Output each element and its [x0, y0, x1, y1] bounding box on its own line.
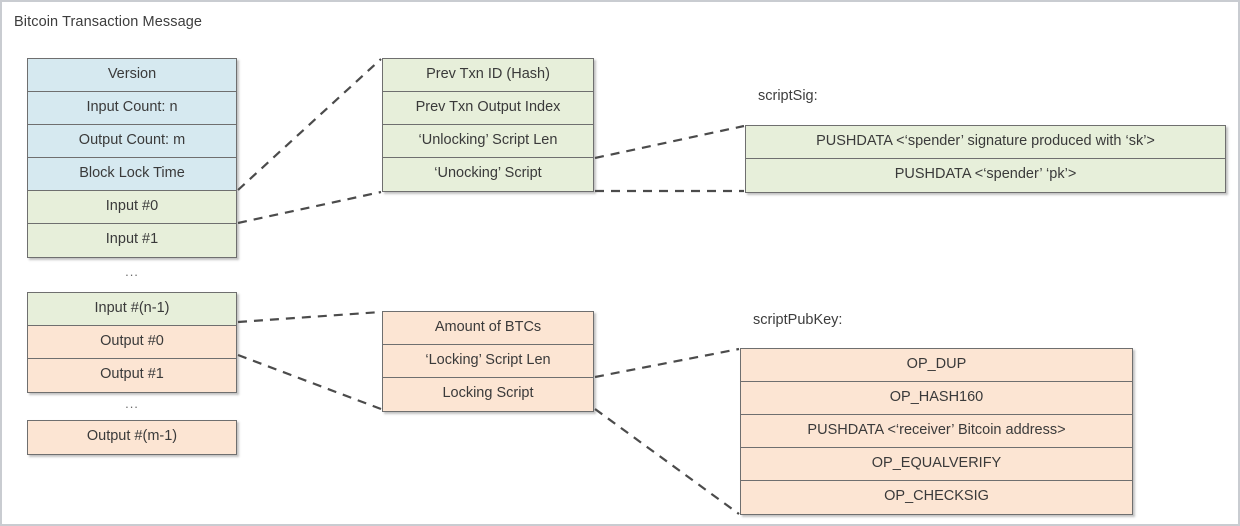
page-frame-left: [0, 0, 2, 526]
script-pub-key-op-row: PUSHDATA <‘receiver’ Bitcoin address>: [741, 415, 1132, 448]
script-pub-key-op-row: OP_CHECKSIG: [741, 481, 1132, 514]
script-sig-op-row: PUSHDATA <‘spender’ signature produced w…: [746, 126, 1225, 159]
connector-output-top: [237, 310, 382, 324]
input-field-row: ‘Unlocking’ Script Len: [383, 125, 593, 158]
page-frame-top: [0, 0, 1240, 2]
transaction-fields-group-three: Output #(m-1): [27, 420, 237, 455]
script-pub-key-caption: scriptPubKey:: [753, 312, 843, 328]
script-pub-key-op-row: OP_HASH160: [741, 382, 1132, 415]
transaction-field-row: Output #(m-1): [28, 421, 236, 454]
input-field-row: Prev Txn ID (Hash): [383, 59, 593, 92]
transaction-field-row: Input Count: n: [28, 92, 236, 125]
connector-output-bottom: [237, 353, 382, 411]
input-field-row: Prev Txn Output Index: [383, 92, 593, 125]
transaction-field-row: Output #1: [28, 359, 236, 392]
input-structure-block: Prev Txn ID (Hash)Prev Txn Output Index‘…: [382, 58, 594, 192]
output-field-row: Amount of BTCs: [383, 312, 593, 345]
script-pub-key-op-row: OP_DUP: [741, 349, 1132, 382]
transaction-field-row: Input #0: [28, 191, 236, 224]
output-field-row: Locking Script: [383, 378, 593, 411]
connector-scriptpubkey-bottom: [594, 408, 740, 515]
script-sig-caption: scriptSig:: [758, 88, 818, 104]
transaction-field-row: Output #0: [28, 326, 236, 359]
transaction-field-row: Block Lock Time: [28, 158, 236, 191]
output-field-row: ‘Locking’ Script Len: [383, 345, 593, 378]
connector-input-top: [237, 58, 382, 191]
transaction-field-row: Input #1: [28, 224, 236, 257]
connector-scriptsig-top: [594, 124, 745, 160]
input-field-row: ‘Unocking’ Script: [383, 158, 593, 191]
connector-input-bottom: [237, 190, 382, 225]
script-sig-block: PUSHDATA <‘spender’ signature produced w…: [745, 125, 1226, 193]
transaction-field-row: Version: [28, 59, 236, 92]
ellipsis-outputs: ...: [125, 396, 139, 411]
script-pub-key-op-row: OP_EQUALVERIFY: [741, 448, 1132, 481]
script-sig-op-row: PUSHDATA <‘spender’ ‘pk’>: [746, 159, 1225, 192]
page-title: Bitcoin Transaction Message: [14, 14, 203, 30]
ellipsis-inputs: ...: [125, 264, 139, 279]
page-frame-bottom: [0, 524, 1240, 526]
connector-scriptpubkey-top: [594, 347, 740, 379]
transaction-field-row: Input #(n-1): [28, 293, 236, 326]
page-frame-right: [1238, 0, 1240, 526]
transaction-field-row: Output Count: m: [28, 125, 236, 158]
